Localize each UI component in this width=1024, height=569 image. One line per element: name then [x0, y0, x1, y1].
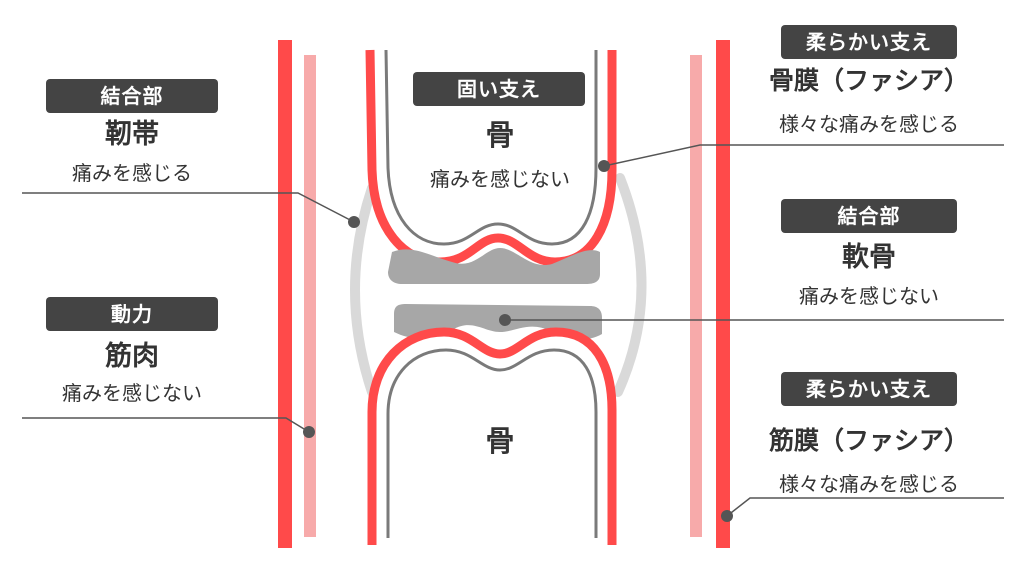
fascia-dot — [721, 510, 733, 522]
lower-bone-title: 骨 — [485, 424, 515, 458]
muscle-leader — [22, 417, 310, 433]
ligament-title: 靭帯 — [105, 119, 159, 150]
cartilage-title: 軟骨 — [842, 242, 896, 273]
fascia-tag: 柔らかい支え — [781, 372, 957, 406]
ligament-tag: 結合部 — [46, 79, 218, 113]
cartilage-desc: 痛みを感じない — [799, 284, 939, 308]
fascia-leader — [726, 497, 1004, 517]
muscle-desc: 痛みを感じない — [62, 381, 202, 405]
periosteum-desc: 様々な痛みを感じる — [779, 112, 959, 136]
muscle-title: 筋肉 — [105, 341, 159, 372]
periosteum-tag: 柔らかい支え — [781, 25, 957, 59]
periosteum-leader — [603, 144, 1004, 167]
upper-bone-title: 骨 — [485, 118, 515, 152]
lower-bone-periosteum — [367, 327, 617, 545]
cartilage-tag: 結合部 — [781, 199, 957, 233]
cartilage-dot — [499, 314, 511, 326]
hard-support-tag: 固い支え — [413, 72, 585, 106]
muscle-dot — [303, 426, 315, 438]
upper-bone-desc: 痛みを感じない — [430, 167, 570, 191]
periosteum-title: 骨膜（ファシア） — [768, 66, 969, 95]
ligament-leader — [22, 192, 355, 223]
left-fascia-bar — [278, 40, 292, 548]
left-muscle-bar — [304, 55, 316, 537]
right-fascia-bar — [716, 40, 730, 548]
upper-cartilage — [388, 248, 600, 284]
lower-bone-outline — [386, 348, 598, 538]
periosteum-dot — [598, 160, 610, 172]
ligament-dot — [348, 216, 360, 228]
fascia-title: 筋膜（ファシア） — [768, 426, 969, 455]
upper-bone-outline — [384, 49, 598, 246]
muscle-tag: 動力 — [46, 297, 218, 331]
right-muscle-bar — [690, 55, 702, 537]
ligament-desc: 痛みを感じる — [72, 161, 192, 185]
left-ligament-arc — [350, 183, 377, 397]
fascia-desc: 様々な痛みを感じる — [779, 472, 959, 496]
right-ligament-arc — [613, 173, 647, 397]
